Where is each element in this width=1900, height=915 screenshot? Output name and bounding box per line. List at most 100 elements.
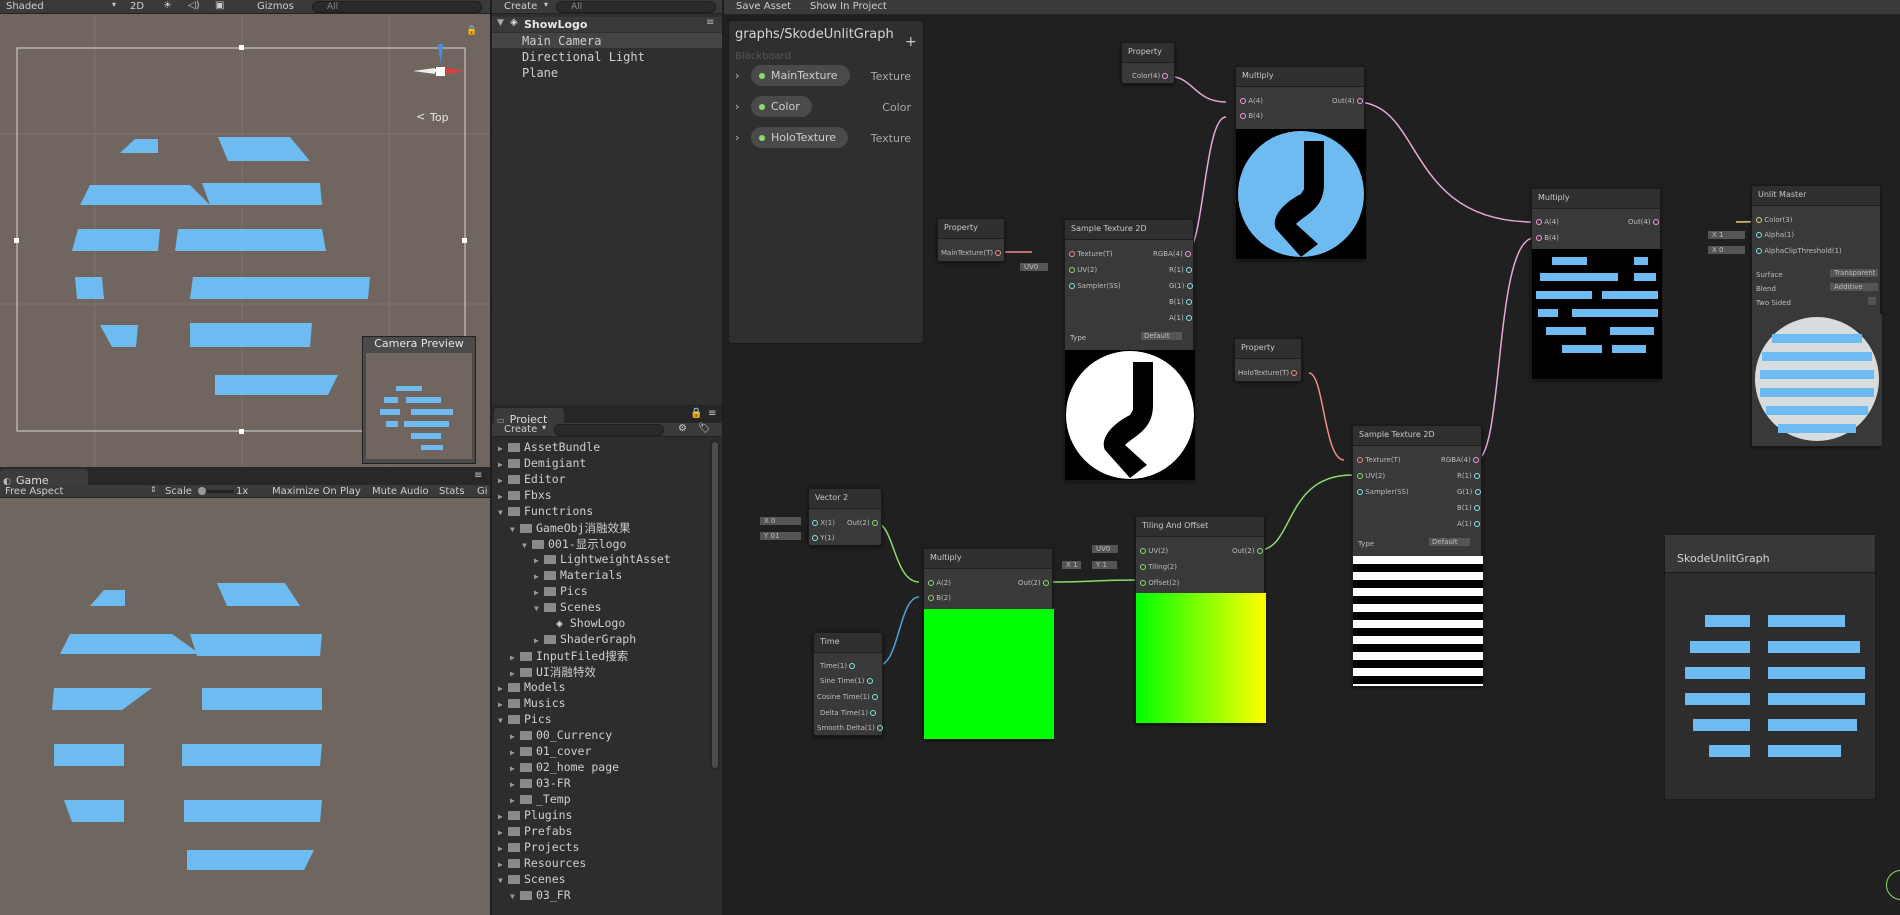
chevron-right-icon[interactable]: › [735, 131, 740, 144]
chevron-right-icon[interactable]: ▶ [498, 460, 503, 469]
chevron-right-icon[interactable]: ▶ [534, 636, 539, 645]
two-sided-checkbox[interactable] [1868, 297, 1876, 305]
chevron-down-icon[interactable]: ▼ [498, 508, 503, 517]
port-out[interactable]: Out(2) [1232, 547, 1263, 555]
port-y-in[interactable]: Y(1) [812, 534, 834, 542]
port-a-out[interactable]: A(1) [1169, 314, 1192, 322]
port-color-in[interactable]: Color(3) [1756, 216, 1792, 224]
folder-item[interactable]: ▶Resources [498, 856, 586, 870]
lock-icon[interactable]: 🔒 [466, 26, 478, 36]
port-r-out[interactable]: R(1) [1169, 266, 1193, 274]
port-a-in[interactable]: A(4) [1536, 218, 1559, 226]
port-uv-in[interactable]: UV(2) [1069, 266, 1097, 274]
port-a-in[interactable]: A(4) [1240, 97, 1263, 105]
port-color-out[interactable]: Color(4) [1132, 72, 1169, 80]
folder-item[interactable]: ▶Materials [534, 568, 622, 582]
slider-thumb[interactable] [198, 487, 206, 495]
node-multiply-3[interactable]: Multiply A(2) B(2) Out(2) [923, 548, 1054, 740]
filter-type-icon[interactable]: ⚙ [678, 423, 687, 434]
chevron-down-icon[interactable]: ▼ [522, 541, 527, 550]
chevron-right-icon[interactable]: ▶ [498, 684, 503, 693]
chevron-right-icon[interactable]: › [735, 100, 740, 113]
expand-arrow-icon[interactable]: ▼ [497, 18, 504, 28]
project-search-input[interactable] [554, 424, 664, 436]
shader-graph-editor[interactable]: Save Asset Show In Project graphs/SkodeU… [724, 0, 1900, 915]
folder-item[interactable]: ▼03_FR [510, 888, 571, 902]
port-out[interactable]: Out(4) [1628, 218, 1659, 226]
node-time[interactable]: Time Time(1) Sine Time(1) Cosine Time(1)… [813, 632, 884, 736]
port-b-in[interactable]: B(4) [1536, 234, 1559, 242]
folder-item[interactable]: ▶Fbxs [498, 488, 552, 502]
chevron-right-icon[interactable]: ▶ [498, 476, 503, 485]
surface-dropdown[interactable]: Transparent [1830, 269, 1878, 277]
folder-item[interactable]: ▶Musics [498, 696, 566, 710]
node-multiply-2[interactable]: Multiply A(4) B(4) Out(4) [1531, 188, 1662, 380]
port-b-in[interactable]: B(4) [1240, 112, 1263, 120]
menu-icon[interactable]: ≡ [706, 17, 715, 28]
type-dropdown[interactable]: Default [1141, 332, 1182, 340]
node-property-color[interactable]: Property Color(4) [1121, 42, 1175, 84]
uv-field[interactable]: UV0 [1020, 263, 1049, 271]
folder-item[interactable]: ▼Scenes [534, 600, 602, 614]
port-sampler-in[interactable]: Sampler(SS) [1357, 488, 1409, 496]
audio-icon[interactable]: ◁) [188, 0, 200, 11]
folder-item[interactable]: ▶00_Currency [510, 728, 612, 742]
chevron-down-icon[interactable]: ▼ [510, 525, 515, 534]
scene-header[interactable]: ▼ ◈ ShowLogo ≡ [492, 17, 722, 32]
blackboard-panel[interactable]: graphs/SkodeUnlitGraph Blackboard + ›Mai… [728, 20, 924, 344]
chevron-down-icon[interactable]: ▼ [498, 876, 503, 885]
chevron-right-icon[interactable]: ▶ [498, 444, 503, 453]
node-vector2[interactable]: Vector 2 X(1) Y(1) Out(2) [808, 488, 882, 546]
folder-item[interactable]: ▼Functrions [498, 504, 593, 518]
folder-item[interactable]: ▶03-FR [510, 776, 571, 790]
menu-icon[interactable]: ≡ [708, 408, 717, 419]
node-multiply-1[interactable]: Multiply A(4) B(4) Out(4) [1235, 66, 1366, 260]
tab-project[interactable]: ▭ Project [494, 408, 564, 426]
chevron-right-icon[interactable]: › [735, 69, 740, 82]
lock-icon[interactable]: 🔒 [690, 408, 703, 419]
create-dropdown[interactable]: Create [504, 1, 538, 12]
port-b-out[interactable]: B(1) [1169, 298, 1192, 306]
gizmos-dropdown[interactable]: Gizmos [257, 1, 294, 12]
port-sine-out[interactable]: Sine Time(1) [820, 677, 873, 685]
tab-game[interactable]: ◐ Game [0, 469, 88, 487]
port-b-out[interactable]: B(1) [1457, 504, 1480, 512]
chevron-down-icon[interactable]: ▾ [112, 0, 117, 9]
hierarchy-item-plane[interactable]: Plane [522, 66, 559, 80]
port-b-in[interactable]: B(2) [928, 594, 951, 602]
toggle-2d-button[interactable]: 2D [130, 1, 145, 12]
show-in-project-button[interactable]: Show In Project [810, 1, 887, 12]
folder-item[interactable]: ▼Pics [498, 712, 552, 726]
port-delta-out[interactable]: Delta Time(1) [820, 709, 877, 717]
tiling-x-field[interactable]: X 1 [1062, 561, 1082, 569]
port-g-out[interactable]: G(1) [1457, 488, 1481, 496]
chevron-right-icon[interactable]: ▶ [498, 844, 503, 853]
blackboard-property-pill[interactable]: HoloTexture [751, 127, 849, 148]
scene-search-input[interactable]: All [312, 1, 482, 13]
node-property-maintexture[interactable]: Property MainTexture(T) [937, 218, 1005, 262]
folder-item[interactable]: ▶01_cover [510, 744, 591, 758]
chevron-right-icon[interactable]: ▶ [498, 700, 503, 709]
blackboard-property-pill[interactable]: MainTexture [751, 65, 850, 86]
folder-item[interactable]: ▶Pics [534, 584, 588, 598]
chevron-right-icon[interactable]: ▶ [510, 796, 515, 805]
chevron-right-icon[interactable]: ▶ [510, 748, 515, 757]
uv-field[interactable]: UV0 [1092, 545, 1119, 553]
effects-icon[interactable]: ▣ [215, 0, 225, 11]
scale-slider[interactable] [198, 487, 234, 495]
folder-item[interactable]: ▶Demigiant [498, 456, 586, 470]
type-dropdown[interactable]: Default [1429, 538, 1470, 546]
port-sampler-in[interactable]: Sampler(SS) [1069, 282, 1121, 290]
port-texture-in[interactable]: Texture(T) [1357, 456, 1401, 464]
folder-item[interactable]: ▶LightweightAsset [534, 552, 671, 566]
port-rgba-out[interactable]: RGBA(4) [1153, 250, 1192, 258]
gizmos-button[interactable]: Gi [477, 486, 488, 497]
chevron-right-icon[interactable]: ▶ [534, 588, 539, 597]
chevron-right-icon[interactable]: ▶ [498, 828, 503, 837]
port-cosine-out[interactable]: Cosine Time(1) [817, 693, 879, 701]
chevron-down-icon[interactable]: ▼ [510, 892, 515, 901]
chevron-right-icon[interactable]: ▶ [510, 653, 515, 662]
gizmo-top-label[interactable]: Top [430, 111, 449, 124]
blend-dropdown[interactable]: Additive [1830, 283, 1878, 291]
scene-view[interactable]: 🔒 Top < Camera Preview [0, 14, 490, 467]
